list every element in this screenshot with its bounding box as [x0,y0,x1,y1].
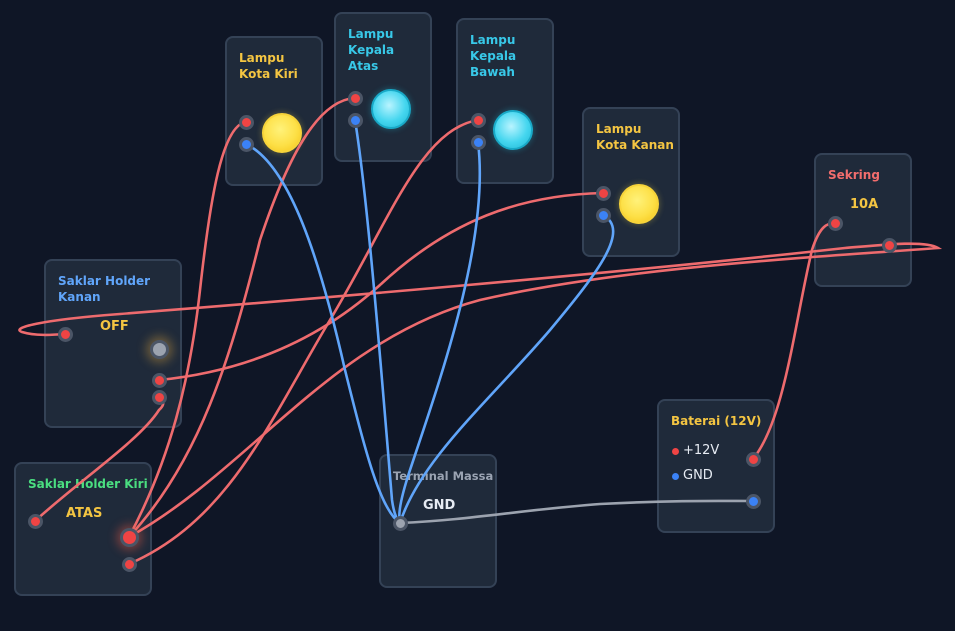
lampu-kepala-atas-ground-port[interactable] [347,112,363,128]
baterai-node[interactable]: Baterai (12V) +12V GND [657,399,775,533]
lampu-kota-kiri-bulb [262,113,302,153]
terminal-massa-label: GND [423,498,456,513]
baterai-positive-port[interactable] [745,451,761,467]
baterai-positive-label: +12V [683,443,720,458]
lampu-kepala-bawah-node[interactable]: Lampu Kepala Bawah [456,18,554,184]
saklar-holder-kiri-title: Saklar Holder Kiri [28,477,148,491]
lampu-kepala-bawah-title: Lampu Kepala Bawah [470,33,517,79]
saklar-holder-kiri-in-port[interactable] [27,513,43,529]
saklar-holder-kiri-out-lower-port[interactable] [121,556,137,572]
lampu-kota-kanan-ground-port[interactable] [595,207,611,223]
sekring-in-port[interactable] [827,215,843,231]
baterai-ground-port[interactable] [745,493,761,509]
lampu-kepala-atas-positive-port[interactable] [347,90,363,106]
lampu-kota-kiri-positive-port[interactable] [238,114,254,130]
lampu-kota-kanan-bulb [619,184,659,224]
sekring-out-port[interactable] [881,237,897,253]
wire-kota-kiri-to-massa[interactable] [244,142,402,525]
lampu-kepala-bawah-bulb [493,110,533,150]
saklar-holder-kanan-out-lower-port[interactable] [151,389,167,405]
saklar-holder-kanan-toggle-port[interactable] [149,339,169,359]
baterai-ground-label: GND [683,468,713,483]
lampu-kota-kiri-title: Lampu Kota Kiri [239,51,298,81]
saklar-holder-kiri-out-upper-port[interactable] [119,527,139,547]
wire-kanan-out-upper-to-kota-kanan[interactable] [157,191,605,382]
ground-dot-icon [672,473,679,480]
saklar-holder-kanan-out-upper-port[interactable] [151,372,167,388]
lampu-kota-kiri-node[interactable]: Lampu Kota Kiri [225,36,323,186]
lampu-kepala-atas-bulb [371,89,411,129]
lampu-kepala-atas-title: Lampu Kepala Atas [348,27,395,73]
saklar-holder-kanan-title: Saklar Holder Kanan [58,274,151,304]
saklar-holder-kanan-in-port[interactable] [57,326,73,342]
lampu-kota-kanan-positive-port[interactable] [595,185,611,201]
sekring-rating: 10A [850,197,879,212]
lampu-kota-kiri-ground-port[interactable] [238,136,254,152]
saklar-holder-kanan-state: OFF [100,319,129,334]
lampu-kota-kanan-title: Lampu Kota Kanan [596,122,674,152]
positive-dot-icon [672,448,679,455]
terminal-massa-ground-port[interactable] [392,515,408,531]
lampu-kepala-atas-node[interactable]: Lampu Kepala Atas [334,12,432,162]
terminal-massa-title: Terminal Massa [393,469,494,483]
saklar-holder-kiri-state: ATAS [66,506,103,521]
lampu-kepala-bawah-ground-port[interactable] [470,134,486,150]
baterai-title: Baterai (12V) [671,414,762,428]
lampu-kota-kanan-node[interactable]: Lampu Kota Kanan [582,107,680,257]
lampu-kepala-bawah-positive-port[interactable] [470,112,486,128]
sekring-title: Sekring [828,168,880,182]
